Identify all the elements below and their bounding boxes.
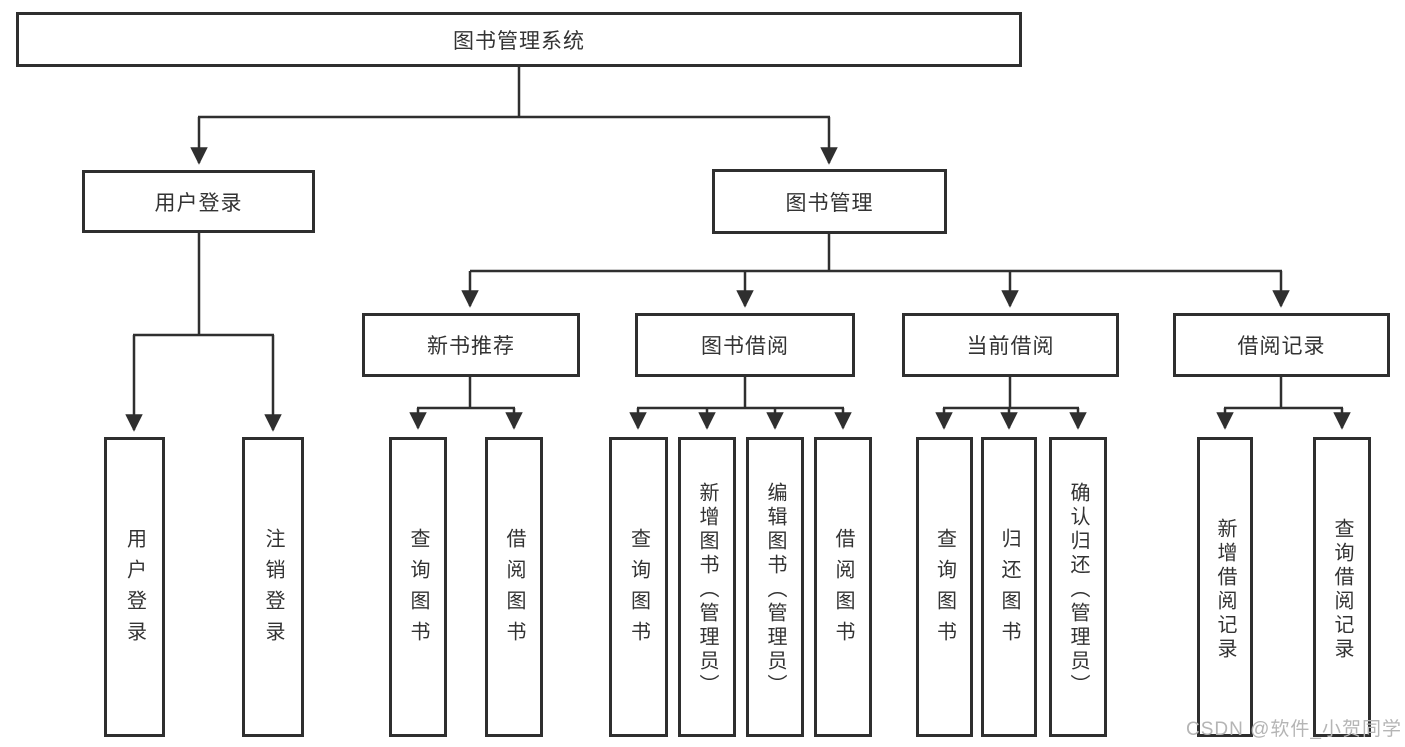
node-book-borrowing: 图书借阅	[635, 313, 855, 377]
csdn-watermark: CSDN @软件_小贺同学	[1186, 719, 1402, 740]
leaf-query-books-recommend: 查询图书	[389, 437, 447, 737]
leaf-confirm-return-admin: 确认归还（管理员）	[1049, 437, 1107, 737]
leaf-edit-books-admin: 编辑图书（管理员）	[746, 437, 804, 737]
node-borrow-records: 借阅记录	[1173, 313, 1390, 377]
book-management-branch-lines	[461, 234, 1290, 308]
leaf-query-borrow-record: 查询借阅记录	[1313, 437, 1371, 737]
node-book-management: 图书管理	[712, 169, 947, 234]
leaf-query-books-borrowing: 查询图书	[609, 437, 668, 737]
leaf-borrow-books-recommend: 借阅图书	[485, 437, 543, 737]
node-new-book-recommend: 新书推荐	[362, 313, 580, 377]
node-user-login: 用户登录	[82, 170, 315, 233]
leaf-query-books-current: 查询图书	[916, 437, 973, 737]
leaf-return-books: 归还图书	[981, 437, 1037, 737]
leaf-user-login: 用户登录	[104, 437, 165, 737]
user-login-branch-lines	[125, 233, 282, 432]
leaf-add-books-admin: 新增图书（管理员）	[678, 437, 736, 737]
root-branch-lines	[190, 67, 838, 165]
leaf-borrow-books-borrowing: 借阅图书	[814, 437, 872, 737]
node-current-borrowing: 当前借阅	[902, 313, 1119, 377]
leaf-logout-login: 注销登录	[242, 437, 304, 737]
leaf-add-borrow-record: 新增借阅记录	[1197, 437, 1253, 737]
node-root-library-system: 图书管理系统	[16, 12, 1022, 67]
leaf-branch-lines	[409, 377, 1351, 430]
